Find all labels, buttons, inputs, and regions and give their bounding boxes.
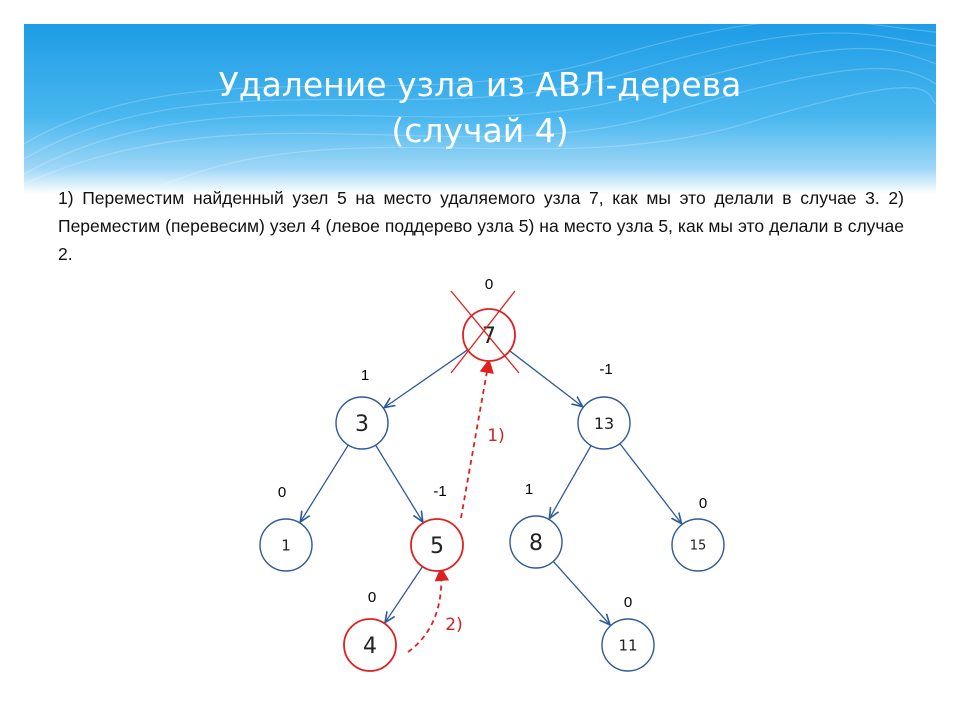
balance-factor-13: -1 <box>599 361 612 378</box>
tree-node-8: 8 <box>509 515 563 569</box>
node-circle <box>343 618 397 672</box>
balance-factor-8: 1 <box>525 481 533 498</box>
tree-node-1: 1 <box>259 518 313 572</box>
node-circle <box>577 396 631 450</box>
balance-factor-7: 0 <box>485 276 493 293</box>
header-band <box>24 24 936 194</box>
node-circle <box>410 518 464 572</box>
edge-n13-n15 <box>619 443 682 524</box>
node-circle <box>335 396 389 450</box>
node-label: 13 <box>594 414 614 433</box>
edge-n7-n3 <box>384 349 468 408</box>
step-arrow-1 <box>460 358 494 519</box>
tree-node-3: 3 <box>335 396 389 450</box>
title-line-1: Удаление узла из АВЛ-дерева <box>218 65 742 104</box>
tree-node-4: 4 <box>343 618 397 672</box>
title-line-2: (случай 4) <box>391 111 569 150</box>
step-label-1: 1) <box>487 426 504 446</box>
node-circle <box>671 518 725 572</box>
slide-title: Удаление узла из АВЛ-дерева (случай 4) <box>24 62 936 154</box>
node-label: 8 <box>529 531 543 556</box>
node-label: 3 <box>355 412 369 437</box>
tree-node-11: 11 <box>601 618 655 672</box>
balance-factor-4: 0 <box>368 589 376 606</box>
step-label-2: 2) <box>445 615 462 635</box>
node-label: 4 <box>363 634 377 659</box>
node-label: 15 <box>690 539 707 554</box>
node-circle <box>509 515 563 569</box>
tree-node-15: 15 <box>671 518 725 572</box>
node-circle <box>601 618 655 672</box>
node-circle <box>259 518 313 572</box>
tree-node-13: 13 <box>577 396 631 450</box>
edge-n7-n13 <box>509 350 583 407</box>
delete-cross-mark <box>450 290 520 374</box>
wave-decoration <box>24 24 936 194</box>
tree-node-5: 5 <box>410 518 464 572</box>
edge-n3-n5 <box>375 444 423 522</box>
balance-factor-5: -1 <box>433 483 446 500</box>
explanation-text: 1) Переместим найденный узел 5 на место … <box>58 188 904 264</box>
edge-n8-n11 <box>552 560 610 624</box>
balance-factor-11: 0 <box>624 594 632 611</box>
balance-factor-15: 0 <box>699 495 707 512</box>
edge-n13-n8 <box>549 445 592 519</box>
edge-n5-n4 <box>385 566 424 623</box>
edge-n3-n1 <box>300 444 349 522</box>
step-arrow-2 <box>407 566 450 653</box>
balance-factor-3: 1 <box>361 367 369 384</box>
node-label: 1 <box>281 536 291 554</box>
balance-factor-1: 0 <box>278 484 286 501</box>
node-label: 11 <box>618 636 637 654</box>
delete-cross-mark <box>450 290 516 374</box>
tree-node-7: 7 <box>462 308 516 362</box>
node-label: 5 <box>430 534 444 559</box>
